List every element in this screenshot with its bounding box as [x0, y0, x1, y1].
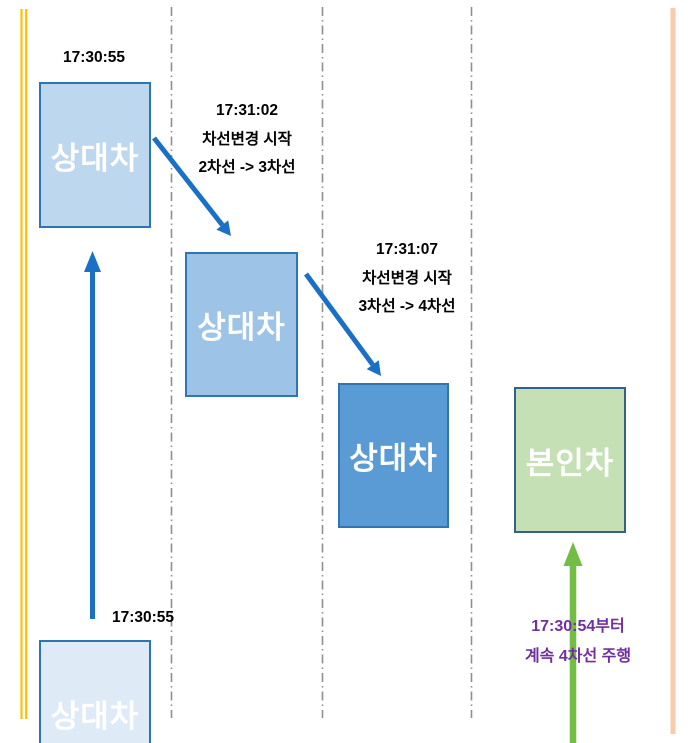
- lane-change-1-arrow-line: [152, 136, 225, 227]
- lane-change-2-action: 차선변경 시작: [362, 269, 452, 287]
- lane-change-2-arrow-head: [366, 360, 381, 376]
- lane-change-1-lanes: 2차선 -> 3차선: [198, 159, 296, 176]
- other-vehicle-path-arrow-head: [84, 251, 101, 272]
- own-vehicle-note: 17:30:54부터 계속 4차선 주행: [488, 612, 668, 671]
- lane-change-1-arrow-head: [216, 220, 231, 236]
- own-vehicle-path-arrow-head: [563, 542, 583, 566]
- other-vehicle-box-4: 상대차: [39, 640, 151, 743]
- other-vehicle-box-1: 상대차: [39, 82, 151, 228]
- timestamp-bottom: 17:30:55: [111, 609, 175, 626]
- other-vehicle-box-2: 상대차: [185, 252, 298, 397]
- other-vehicle-box-3-label: 상대차: [349, 441, 438, 476]
- own-vehicle-note-line1: 17:30:54부터: [531, 618, 625, 635]
- other-vehicle-box-2-label: 상대차: [197, 310, 286, 345]
- other-vehicle-box-1-label: 상대차: [50, 140, 140, 176]
- lane-change-2-note: 17:31:07 차선변경 시작 3차선 -> 4차선: [317, 236, 497, 322]
- own-vehicle-box-label: 본인차: [525, 445, 615, 481]
- own-vehicle-note-line2: 계속 4차선 주행: [524, 647, 632, 665]
- lane-change-1-action: 차선변경 시작: [202, 130, 292, 148]
- lane-change-2-lanes: 3차선 -> 4차선: [358, 298, 456, 315]
- timestamp-top: 17:30:55: [62, 49, 126, 66]
- other-vehicle-box-3: 상대차: [338, 383, 449, 528]
- lane-change-1-note: 17:31:02 차선변경 시작 2차선 -> 3차선: [157, 97, 337, 183]
- lane-change-2-time: 17:31:07: [375, 241, 439, 258]
- lane-change-1-time: 17:31:02: [215, 102, 279, 119]
- other-vehicle-box-4-label: 상대차: [50, 698, 140, 734]
- own-vehicle-box: 본인차: [514, 387, 626, 533]
- lane-change-2-arrow-line: [303, 272, 375, 367]
